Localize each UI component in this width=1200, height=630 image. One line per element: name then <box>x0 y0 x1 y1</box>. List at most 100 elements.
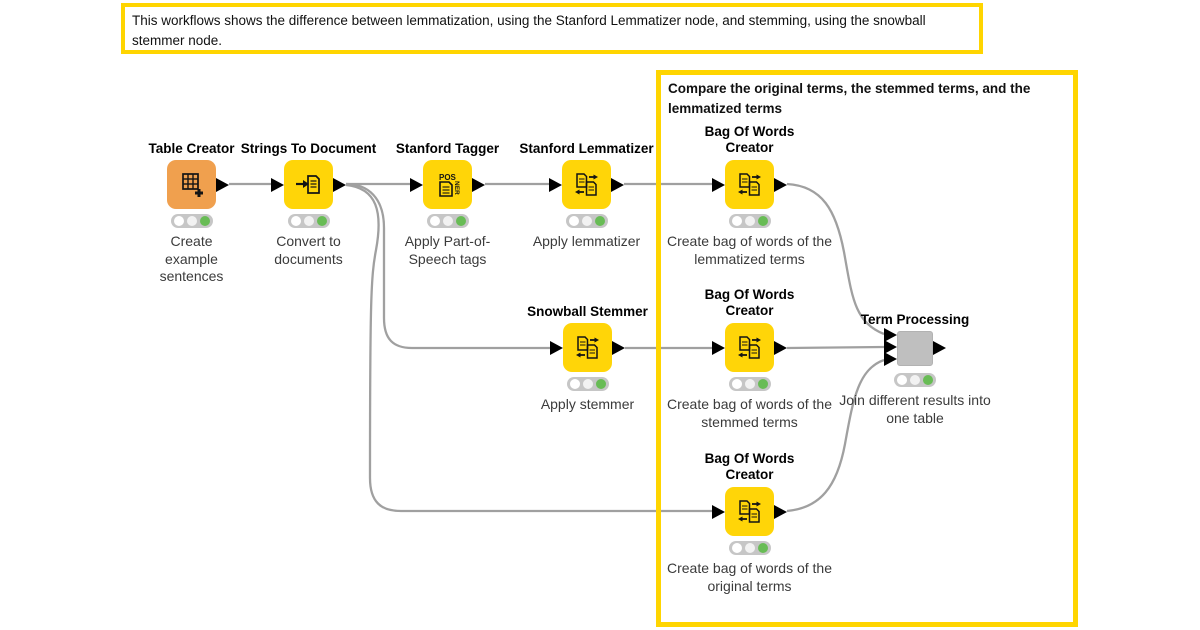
node-caption: Apply stemmer <box>540 396 635 412</box>
node-bag-of-words-original[interactable]: Bag Of Words Creator Create bag of wo <box>667 451 832 594</box>
output-port[interactable] <box>216 177 229 192</box>
output-port[interactable] <box>774 340 787 355</box>
node-status-traffic-light <box>170 214 213 228</box>
node-body[interactable] <box>712 323 787 372</box>
status-dot-executed <box>595 379 606 389</box>
node-body[interactable] <box>550 323 625 372</box>
connection-wire[interactable] <box>786 345 885 350</box>
node-caption: Apply Part-of-Speech tags <box>404 233 491 267</box>
node-snowball-stemmer[interactable]: Snowball Stemmer Apply stemmer <box>527 304 648 412</box>
input-port[interactable] <box>550 340 563 355</box>
node-caption: Convert to documents <box>274 233 343 267</box>
status-dot-executed <box>757 543 768 553</box>
node-body[interactable] <box>167 160 229 209</box>
output-port[interactable] <box>774 177 787 192</box>
node-status-traffic-light <box>728 377 771 391</box>
metanode-body[interactable] <box>897 331 933 366</box>
output-port[interactable] <box>611 177 624 192</box>
output-port[interactable] <box>333 177 346 192</box>
connection-wire[interactable] <box>345 183 712 513</box>
status-dot-executed <box>757 379 768 389</box>
node-caption: Create bag of words of the original term… <box>667 560 832 594</box>
input-port[interactable] <box>712 340 725 355</box>
node-body[interactable] <box>271 160 346 209</box>
output-port[interactable] <box>472 177 485 192</box>
node-body[interactable] <box>712 487 787 536</box>
output-port[interactable] <box>774 504 787 519</box>
status-dot <box>290 216 301 226</box>
status-dot <box>568 216 579 226</box>
node-body[interactable] <box>549 160 624 209</box>
document-transform-icon <box>738 173 761 196</box>
status-dot <box>744 379 755 389</box>
svg-text:POS: POS <box>439 173 457 182</box>
node-status-traffic-light <box>287 214 330 228</box>
node-body[interactable] <box>712 160 787 209</box>
node-title: Bag Of Words Creator <box>704 123 795 155</box>
node-caption: Create bag of words of the lemmatized te… <box>667 233 832 267</box>
document-transform-icon <box>576 336 599 359</box>
status-dot <box>581 216 592 226</box>
node-stanford-tagger[interactable]: Stanford Tagger POS NER Apply Part-of-Sp… <box>396 141 499 267</box>
node-title: Table Creator <box>148 141 235 156</box>
node-status-traffic-light <box>894 373 936 387</box>
connection-wire[interactable] <box>786 182 885 336</box>
input-port[interactable] <box>271 177 284 192</box>
connection-wire[interactable] <box>786 358 885 513</box>
node-title: Bag Of Words Creator <box>704 450 795 482</box>
status-dot <box>569 379 580 389</box>
node-strings-to-document[interactable]: Strings To Document Convert to documents <box>241 141 377 267</box>
status-dot-executed <box>594 216 605 226</box>
node-term-processing[interactable]: Term Processing Join different results i… <box>839 312 991 426</box>
input-port[interactable] <box>884 352 897 366</box>
status-dot-executed <box>923 375 933 385</box>
node-status-traffic-light <box>728 214 771 228</box>
node-status-traffic-light <box>566 377 609 391</box>
status-dot <box>442 216 453 226</box>
connection-wire[interactable] <box>345 182 550 350</box>
table-plus-icon <box>182 173 203 197</box>
string-to-document-icon <box>296 175 320 194</box>
node-title: Stanford Lemmatizer <box>519 141 654 156</box>
status-dot <box>173 216 184 226</box>
input-port[interactable] <box>884 328 897 342</box>
node-title: Stanford Tagger <box>395 141 500 156</box>
node-caption: Join different results into one table <box>839 392 991 426</box>
node-bag-of-words-lemmatized[interactable]: Bag Of Words Creator Create bag of wo <box>667 124 832 267</box>
status-dot <box>910 375 920 385</box>
status-dot-executed <box>316 216 327 226</box>
status-dot-executed <box>455 216 466 226</box>
node-caption: Create bag of words of the stemmed terms <box>667 396 832 430</box>
status-dot <box>303 216 314 226</box>
node-title: Term Processing <box>860 312 970 327</box>
node-bag-of-words-stemmed[interactable]: Bag Of Words Creator Create bag of wo <box>667 287 832 430</box>
document-transform-icon <box>738 336 761 359</box>
input-port[interactable] <box>410 177 423 192</box>
node-caption: Apply lemmatizer <box>532 233 641 249</box>
output-port[interactable] <box>933 341 946 355</box>
input-port[interactable] <box>884 340 897 354</box>
status-dot <box>744 543 755 553</box>
input-port[interactable] <box>549 177 562 192</box>
node-title: Snowball Stemmer <box>527 304 648 319</box>
input-port[interactable] <box>712 177 725 192</box>
node-title: Bag Of Words Creator <box>704 286 795 318</box>
node-stanford-lemmatizer[interactable]: Stanford Lemmatizer Apply lemmatizer <box>519 141 653 249</box>
svg-text:NER: NER <box>453 181 460 195</box>
node-status-traffic-light <box>728 541 771 555</box>
status-dot <box>731 379 742 389</box>
status-dot <box>731 216 742 226</box>
status-dot <box>186 216 197 226</box>
input-port[interactable] <box>712 504 725 519</box>
status-dot <box>582 379 593 389</box>
node-body[interactable]: POS NER <box>410 160 485 209</box>
status-dot <box>731 543 742 553</box>
node-status-traffic-light <box>565 214 608 228</box>
status-dot-executed <box>199 216 210 226</box>
document-transform-icon <box>738 500 761 523</box>
node-table-creator[interactable]: Table Creator Create example sentences <box>148 141 234 284</box>
output-port[interactable] <box>612 340 625 355</box>
status-dot <box>897 375 907 385</box>
